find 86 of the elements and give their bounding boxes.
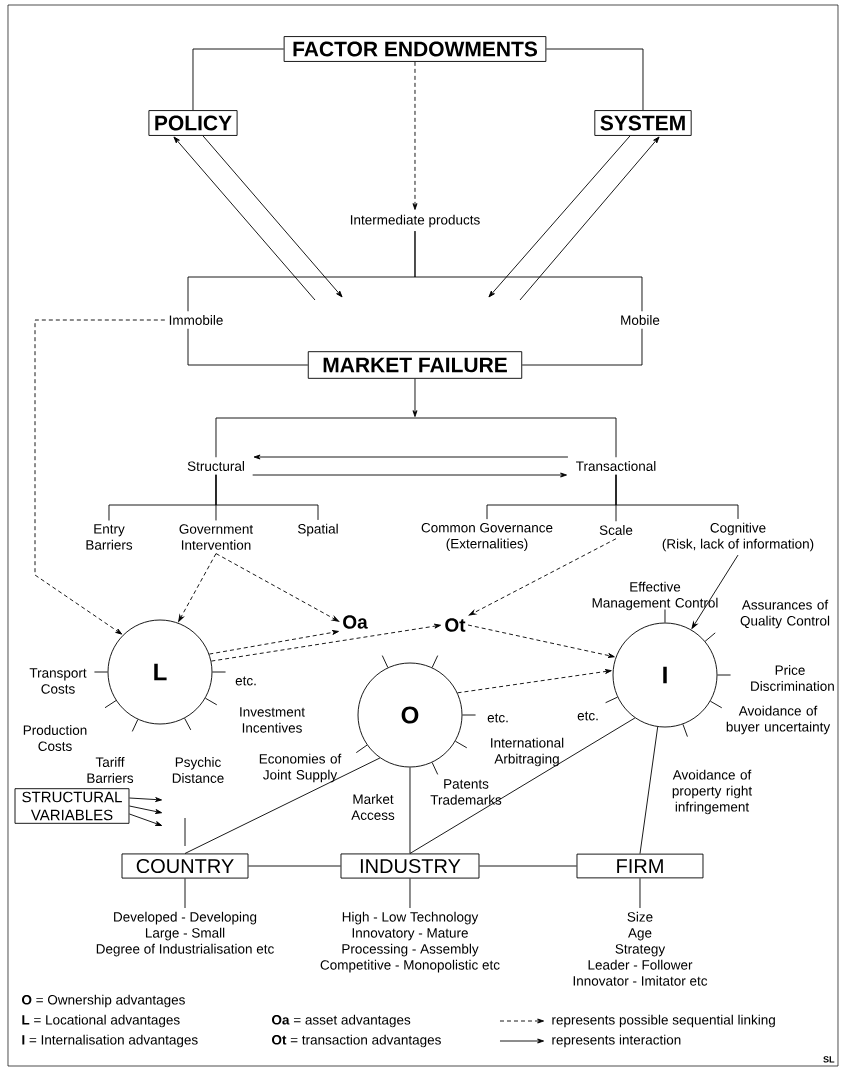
spoke-label: Tariff Barriers	[87, 757, 134, 783]
title-box: MARKET FAILURE	[307, 351, 523, 379]
connector-line	[639, 726, 659, 855]
node-label: Entry Barriers	[86, 524, 133, 550]
node-label: Oa	[343, 615, 368, 629]
spoke-label: Assurances of Quality Control	[740, 599, 830, 629]
level-box: INDUSTRY	[340, 853, 480, 879]
arrow	[208, 630, 339, 655]
connector-line	[184, 757, 381, 854]
initials: SL	[823, 1056, 835, 1063]
title-box: FACTOR ENDOWMENTS	[283, 36, 547, 62]
connector-line	[521, 328, 643, 366]
text-box: STRUCTURAL VARIABLES	[14, 788, 130, 824]
spoke-label: etc.	[487, 713, 508, 723]
spoke-label: Avoidance of property right infringement	[672, 769, 753, 815]
key-label: O = Ownership advantages	[22, 994, 185, 1008]
node-label: Transactional	[576, 461, 656, 471]
description-list: Developed - Developing Large - Small Degree of Industrialisation etc	[96, 911, 274, 957]
arrow	[129, 797, 163, 803]
title-box: SYSTEM	[594, 110, 692, 136]
legend-label: represents possible sequential linking	[552, 1014, 775, 1028]
spoke-label: Effective Management Control	[592, 581, 718, 611]
connector-line	[479, 865, 577, 867]
connector-line	[414, 230, 643, 312]
level-box: COUNTRY	[121, 853, 249, 879]
spoke-label: Avoidance of buyer uncertainty	[726, 705, 831, 735]
title-box: POLICY	[148, 110, 238, 136]
spoke-label: Production Costs	[23, 725, 87, 751]
node-label: Spatial	[297, 523, 338, 537]
connector-line	[409, 717, 636, 854]
arrow	[173, 136, 316, 301]
arrow	[202, 135, 343, 298]
spoke-label: International Arbitraging	[491, 737, 564, 767]
spoke-label: etc.	[577, 711, 598, 721]
description-list: High - Low Technology Innovatory - Mature Processing - Assembly Competitive - Monopolistic etc	[320, 911, 500, 973]
spoke-label: Economies of Joint Supply	[259, 753, 342, 783]
arrow	[215, 553, 340, 622]
connector-line	[248, 865, 341, 867]
arrow	[691, 554, 739, 629]
connector-line	[639, 877, 641, 909]
arrow	[457, 669, 612, 694]
connector-line	[409, 878, 411, 909]
legend-label: represents interaction	[552, 1034, 681, 1048]
node-label: Government Intervention	[179, 524, 254, 550]
node-label: Ot	[445, 618, 466, 632]
spoke-label: Psychic Distance	[172, 757, 224, 783]
arrow	[34, 319, 166, 635]
node-label: Immobile	[169, 315, 223, 325]
spoke-label: Investment Incentives	[240, 707, 305, 733]
node-label: Scale	[599, 525, 633, 535]
description-list: Size Age Strategy Leader - Follower Innovator - Imitator etc	[573, 911, 708, 986]
arrow	[412, 61, 418, 210]
node-label: Mobile	[621, 315, 660, 325]
spoke-label: Patents Trademarks	[430, 779, 502, 805]
key-label: Ot = transaction advantages	[272, 1034, 441, 1048]
spoke-label: Market Access	[351, 794, 395, 820]
key-label: I = Internalisation advantages	[22, 1034, 198, 1048]
arrow	[129, 813, 163, 826]
arrow	[467, 624, 615, 658]
spoke-label: Transport Costs	[29, 668, 87, 694]
connector-line	[187, 328, 309, 366]
arrow	[129, 805, 163, 814]
key-label: Oa = asset advantages	[272, 1014, 411, 1028]
key-label: L = Locational advantages	[22, 1014, 180, 1028]
arrow	[252, 472, 567, 478]
arrow	[178, 553, 217, 622]
arrow	[412, 378, 418, 418]
connector-line	[192, 48, 285, 111]
node-label: Intermediate products	[350, 214, 480, 228]
connector-line	[545, 48, 644, 111]
node-label: Structural	[187, 461, 244, 471]
connector-line	[615, 474, 739, 520]
connector-line	[215, 474, 319, 521]
node-label: Cognitive (Risk, lack of information)	[662, 522, 814, 552]
arrow	[488, 135, 631, 298]
arrow	[210, 623, 442, 662]
arrow	[519, 136, 660, 301]
level-box: FIRM	[576, 853, 704, 879]
arrow	[253, 454, 569, 460]
arrow	[468, 538, 617, 616]
connector-line	[184, 878, 186, 909]
spoke-label: etc.	[235, 676, 256, 686]
node-label: Common Governance (Externalities)	[421, 522, 553, 552]
connector-line	[215, 417, 617, 458]
connector-line	[409, 767, 411, 854]
spoke-label: Price Discrimination	[751, 665, 834, 691]
